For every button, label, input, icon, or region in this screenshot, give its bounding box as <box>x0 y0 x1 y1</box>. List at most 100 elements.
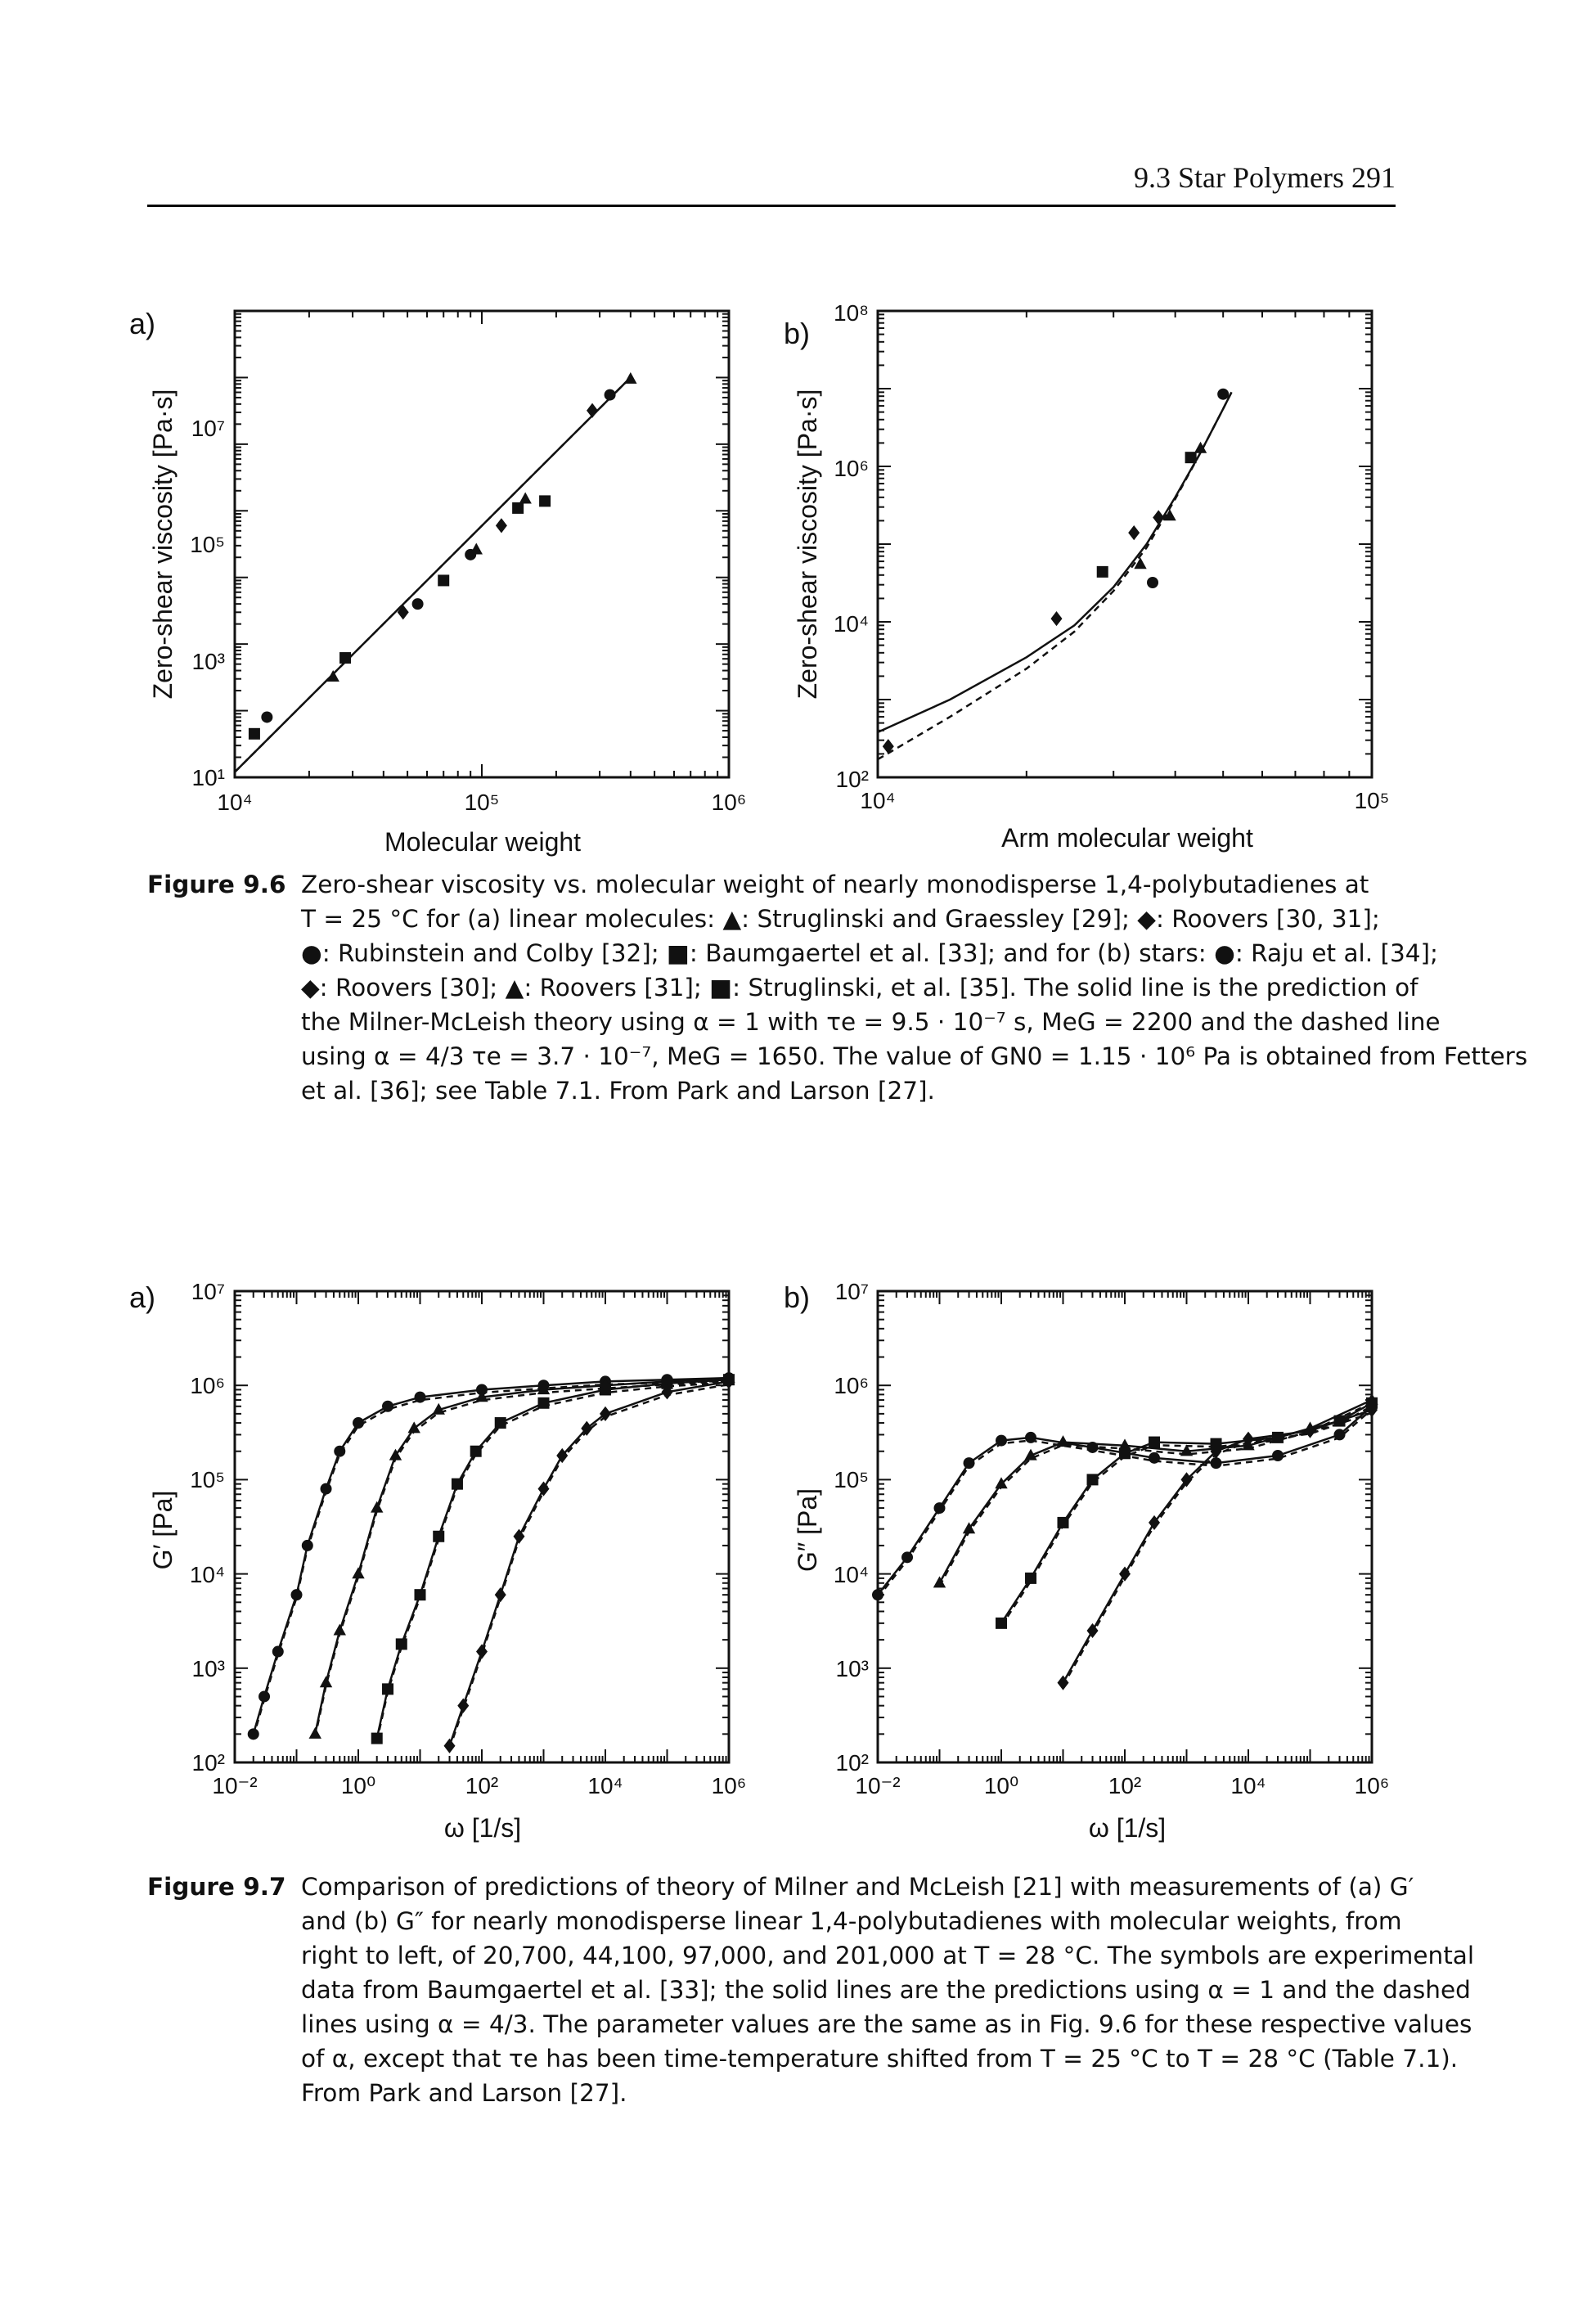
y-tick-b-3: 10⁵ <box>834 1467 869 1492</box>
y-tick-a-5: 10⁷ <box>191 1279 225 1304</box>
caption-line: right to left, of 20,700, 44,100, 97,000… <box>301 1942 1475 1969</box>
data-point-square <box>248 727 260 740</box>
x-tick-a-4: 10⁶ <box>712 1773 747 1798</box>
y-tick-a-1: 10³ <box>192 1656 225 1681</box>
data-point-triangle <box>432 1402 445 1415</box>
data-point-square <box>395 1638 407 1650</box>
caption-line: lines using α = 4/3. The parameter value… <box>301 2010 1472 2038</box>
figure-9-6: a) Molecular weight Zero-shear viscosity… <box>129 300 1389 857</box>
plot-frame-a <box>233 1290 731 1764</box>
data-point-circle <box>259 1690 271 1703</box>
plot-frame-b <box>876 1290 1373 1764</box>
y-tick-a-3: 10⁵ <box>190 1467 225 1492</box>
caption-line: Comparison of predictions of theory of M… <box>301 1873 1414 1901</box>
data-point-diamond <box>476 1644 488 1659</box>
series-line-dashed <box>877 391 1233 761</box>
data-point-triangle <box>470 542 483 555</box>
plot-frame-a <box>233 309 731 779</box>
data-point-circle <box>996 1434 1007 1447</box>
y-axis-label-a: G′ [Pa] <box>148 1491 178 1570</box>
data-point-circle <box>414 1391 426 1403</box>
data-point-triangle <box>389 1448 402 1461</box>
data-point-square <box>600 1384 611 1396</box>
data-point-diamond <box>661 1384 673 1400</box>
data-point-diamond <box>882 739 894 754</box>
data-point-circle <box>261 711 273 723</box>
data-point-circle <box>1217 388 1230 400</box>
data-point-circle <box>963 1457 975 1470</box>
figure-9-6-label: Figure 9.6 <box>147 871 286 898</box>
data-point-triangle <box>962 1522 976 1534</box>
data-point-triangle <box>371 1501 384 1513</box>
data-point-square <box>371 1732 383 1744</box>
x-axis-label-a: Molecular weight <box>384 827 581 857</box>
y-axis-label-b: G″ [Pa] <box>793 1488 822 1572</box>
x-tick-b-0: 10⁴ <box>860 788 895 813</box>
data-point-diamond <box>537 1481 550 1497</box>
y-tick-a-2: 10⁴ <box>190 1562 225 1587</box>
caption-line: From Park and Larson [27]. <box>301 2079 627 2107</box>
series-line-dashed <box>448 1383 730 1749</box>
data-point-triangle <box>995 1477 1008 1489</box>
data-point-circle <box>1149 1452 1161 1464</box>
data-point-circle <box>604 389 616 401</box>
figure-9-6a-plot: a) Molecular weight Zero-shear viscosity… <box>129 307 746 857</box>
series-line-solid <box>313 1376 730 1735</box>
data-point-square <box>382 1683 394 1695</box>
data-point-triangle <box>1180 1444 1194 1456</box>
data-point-circle <box>272 1645 284 1658</box>
data-point-triangle <box>933 1576 946 1588</box>
y-tick-b-0: 10² <box>836 1750 869 1776</box>
data-point-diamond <box>1119 1566 1131 1582</box>
data-point-square <box>661 1377 673 1389</box>
data-point-triangle <box>326 670 339 682</box>
panel-label-a: a) <box>129 1281 155 1314</box>
y-tick-b-2: 10⁶ <box>834 456 869 481</box>
data-point-circle <box>1025 1431 1037 1443</box>
data-point-circle <box>1086 1441 1099 1453</box>
y-tick-b-1: 10³ <box>836 1656 869 1681</box>
data-point-diamond <box>1366 1402 1378 1418</box>
data-point-circle <box>301 1539 313 1551</box>
y-tick-b-3: 10⁸ <box>834 300 869 326</box>
data-point-circle <box>411 598 424 610</box>
x-tick-a-0: 10⁴ <box>217 790 252 815</box>
data-point-diamond <box>1304 1423 1316 1438</box>
series-line-solid <box>448 1380 730 1747</box>
y-tick-a-0: 10² <box>192 1750 225 1776</box>
series-line-solid <box>1000 1402 1373 1624</box>
data-point-diamond <box>587 403 599 418</box>
data-point-square <box>539 495 551 507</box>
panel-label-b: b) <box>784 1281 810 1314</box>
data-point-triangle <box>475 1390 488 1402</box>
data-point-square <box>494 1417 506 1429</box>
data-point-square <box>1086 1474 1099 1486</box>
caption-line: et al. [36]; see Table 7.1. From Park an… <box>301 1077 935 1105</box>
data-point-square <box>537 1397 550 1409</box>
page-header: 9.3 Star Polymers 291 <box>147 157 1396 207</box>
running-head: 9.3 Star Polymers 291 <box>1134 161 1396 194</box>
data-point-circle <box>933 1502 946 1515</box>
y-axis-label-b: Zero-shear viscosity [Pa·s] <box>793 389 822 700</box>
data-point-circle <box>1210 1457 1222 1470</box>
y-tick-b-2: 10⁴ <box>834 1562 869 1587</box>
x-tick-a-0: 10⁻² <box>212 1773 257 1798</box>
data-point-diamond <box>556 1447 569 1464</box>
figure-9-6b-plot: b) Arm molecular weight Zero-shear visco… <box>784 300 1389 853</box>
y-tick-a-1: 10³ <box>192 649 225 674</box>
data-point-triangle <box>1056 1435 1070 1447</box>
data-point-circle <box>1147 577 1159 589</box>
y-tick-b-1: 10⁴ <box>834 611 869 637</box>
plot-frame-b <box>876 309 1373 779</box>
data-point-circle <box>320 1483 332 1495</box>
x-tick-b-1: 10⁵ <box>1355 788 1390 813</box>
data-point-circle <box>353 1417 364 1429</box>
data-point-diamond <box>1153 510 1165 525</box>
caption-line: of α, except that τe has been time-tempe… <box>301 2045 1459 2073</box>
data-point-diamond <box>1149 1515 1161 1531</box>
data-point-square <box>438 574 450 587</box>
data-point-triangle <box>519 492 532 504</box>
data-point-triangle <box>624 371 637 384</box>
x-tick-a-2: 10⁶ <box>712 790 747 815</box>
